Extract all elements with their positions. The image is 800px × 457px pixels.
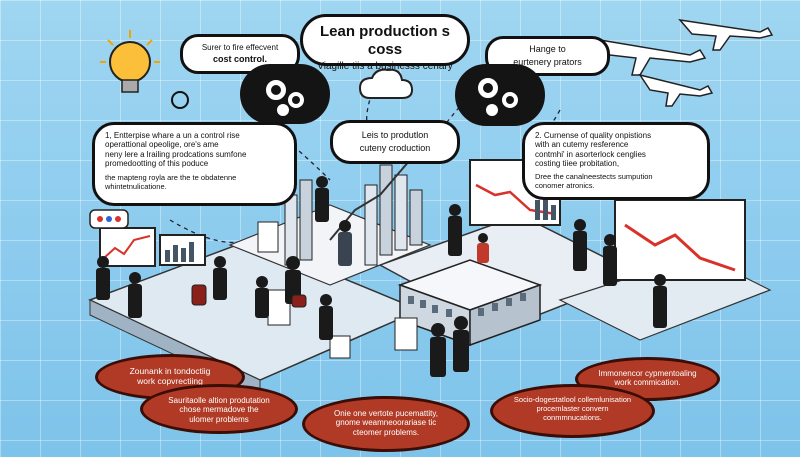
- red-left-line2: work copvrectiing: [137, 376, 203, 387]
- red-center-line3: cteomer problems.: [352, 427, 420, 437]
- red-left2-line3: ulomer problems: [189, 414, 249, 424]
- red-bubble-center: Onie one vertote pucemattity, gnome weam…: [302, 396, 470, 452]
- cost-control-line1: Surer to fire effecvent: [201, 43, 279, 52]
- red-right-line1: Immonencor cypmentoaling: [598, 369, 697, 378]
- lightbulb-icon: [100, 30, 160, 93]
- cost-control-bubble: Surer to fire effecvent cost control.: [180, 34, 300, 74]
- business-people: [96, 176, 667, 377]
- red-left2-line2: chose mermadove the: [179, 405, 259, 415]
- red-right2-line3: conmmnucations.: [543, 412, 602, 422]
- quality-line6: conomer atronics.: [535, 180, 595, 190]
- red-center-line1: Onie one vertote pucemattity,: [334, 409, 438, 418]
- red-right-line2: work commication.: [614, 378, 681, 388]
- chart-monitor-left2: [159, 234, 206, 266]
- production-line1: Leis to produtlon: [361, 130, 429, 140]
- cloud-icon: [358, 68, 414, 99]
- airplane-icon: [597, 18, 774, 107]
- factory-building: [397, 259, 543, 347]
- red-bubble-right2: Socio-dogestatlool collemlunisation proc…: [490, 384, 655, 438]
- partners-line2: eurtenery prators: [513, 56, 582, 67]
- red-right2-line1: Socio-dogestatlool collemlunisation: [513, 395, 632, 404]
- red-left2-line1: Sauritaolle altion produtation: [168, 396, 270, 405]
- enterprise-line4: promedootting of this poduce: [105, 159, 209, 169]
- partners-line1: Hange to: [529, 44, 566, 54]
- production-bubble: Leis to produtlon cuteny croduction: [330, 120, 460, 164]
- quality-bubble: 2. Curnense of quality onpistions with a…: [522, 122, 710, 200]
- red-right2-line2: procemlaster convern: [536, 403, 609, 413]
- subtitle-text: Viagille tiis a businesss cenary: [317, 61, 453, 73]
- enterprise-line1: 1, Entterpise whare a un a control rise: [105, 131, 240, 140]
- title-bubble: Lean production s coss Viagille tiis a b…: [300, 14, 470, 72]
- quality-line5: Dree the canalneestects sumpution: [535, 171, 653, 181]
- enterprise-line3: neny lere a lrailing prodcations sumfone: [105, 149, 247, 159]
- enterprise-line5: the mapteng royla are the te obdatenne: [105, 172, 237, 182]
- chat-icon: [89, 209, 129, 229]
- red-center-line2: gnome weamneoorariase tic: [335, 418, 437, 428]
- quality-line4: costing tiiee probitation,: [535, 159, 620, 169]
- production-line2: cuteny croduction: [359, 142, 431, 153]
- enterprise-bubble: 1, Entterpise whare a un a control rise …: [92, 122, 297, 206]
- title-text: Lean production s coss: [319, 23, 450, 58]
- red-bubble-left2: Sauritaolle altion produtation chose mer…: [140, 384, 298, 434]
- quality-line3: contmhi' in asorterlock cenglies: [535, 149, 646, 159]
- red-left-line1: Zounank in tondoctiig: [129, 366, 211, 376]
- quality-line2: with an cutemy resference: [535, 140, 629, 150]
- chart-monitor-right: [614, 199, 746, 281]
- cost-control-line2: cost control.: [212, 54, 267, 65]
- gear-bubble-left: [240, 64, 330, 124]
- enterprise-line2: operattional opeolige, ore's ame: [105, 140, 219, 150]
- document-stacks: [257, 221, 418, 359]
- bar-columns: [284, 164, 423, 266]
- enterprise-line6: whintetnulicatione.: [105, 181, 167, 191]
- quality-line1: 2. Curnense of quality onpistions: [535, 131, 652, 140]
- gear-bubble-right: [455, 64, 545, 126]
- office-chairs: [191, 284, 307, 308]
- chart-monitor-left: [99, 227, 156, 267]
